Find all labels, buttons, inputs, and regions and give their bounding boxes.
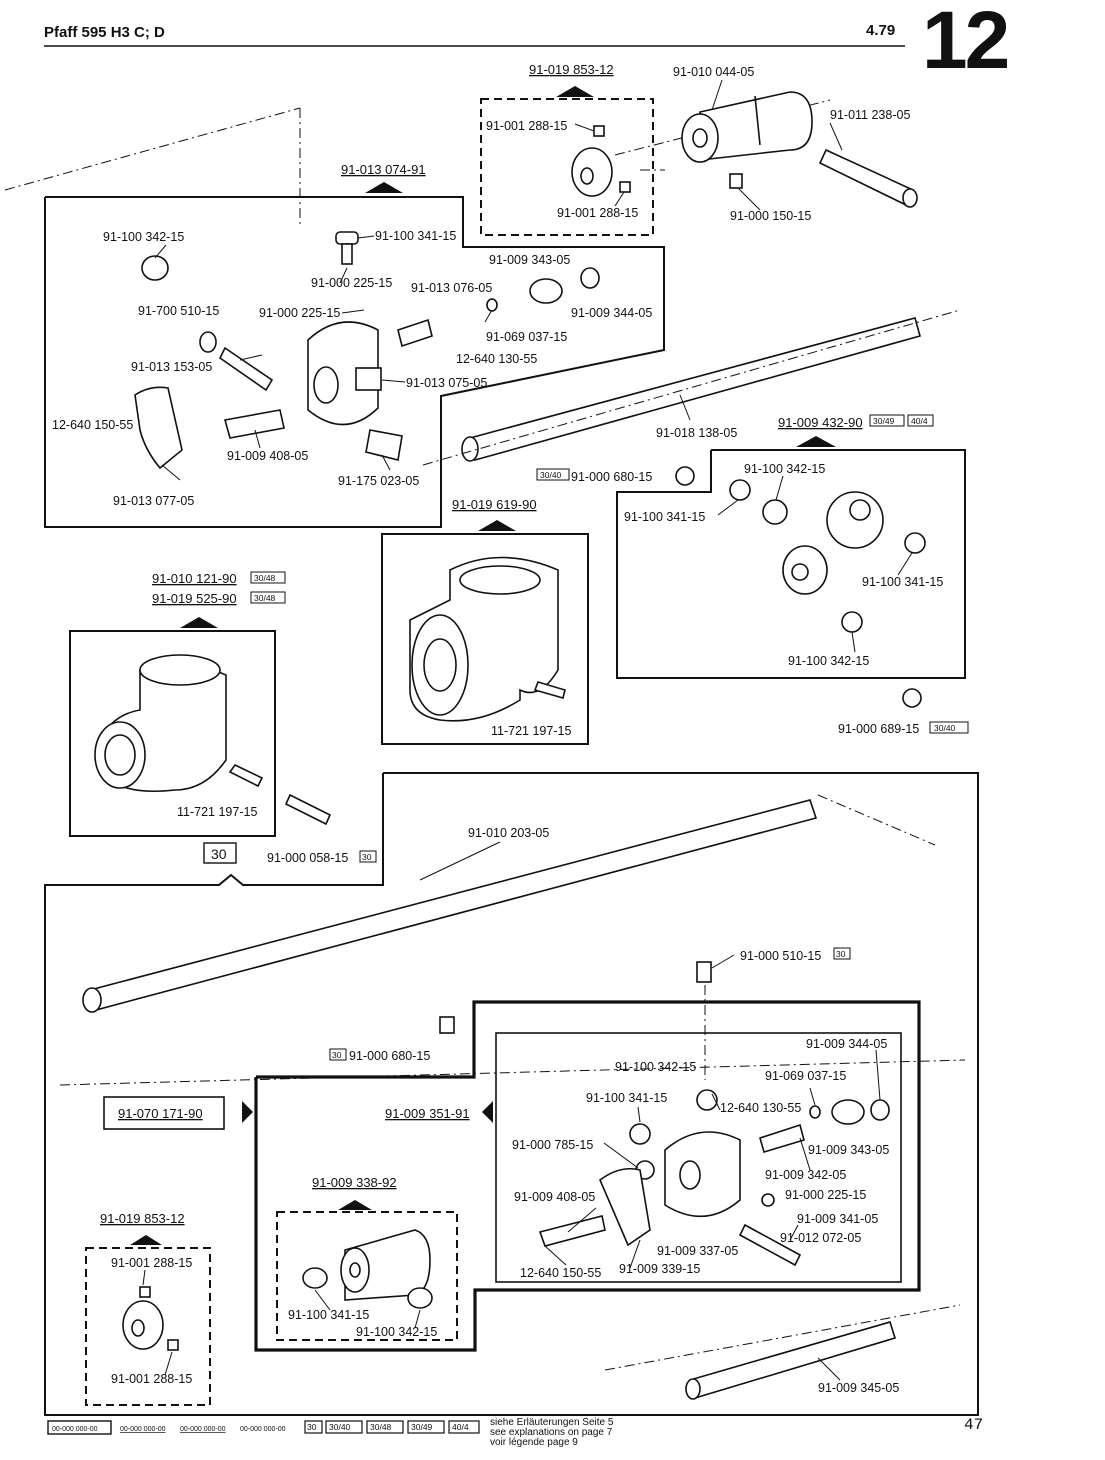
assembly-label-a10: 91-019 853-12: [100, 1211, 185, 1226]
part-label: 12-640 130-55: [456, 352, 537, 366]
part-label: 91-000 680-15: [349, 1049, 430, 1063]
part-label: 91-009 344-05: [571, 306, 652, 320]
part-label: 91-000 680-15: [571, 470, 652, 484]
note-fr: voir légende page 9: [490, 1437, 578, 1448]
assembly-label-a8: 91-009 351-91: [385, 1106, 470, 1121]
note-en: see explanations on page 7: [490, 1427, 613, 1438]
part-label: 91-009 408-05: [514, 1190, 595, 1204]
badge-label: 30/40: [540, 470, 562, 480]
badge-label: 30: [836, 949, 846, 959]
legend-badge: 30/48: [370, 1422, 392, 1432]
part-label: 91-000 225-15: [311, 276, 392, 290]
part-label: 91-013 077-05: [113, 494, 194, 508]
part-label: 91-009 341-05: [797, 1212, 878, 1226]
legend-code: 00-000 000-00: [120, 1426, 166, 1433]
part-label: 91-100 342-15: [103, 230, 184, 244]
part-label: 91-001 288-15: [111, 1372, 192, 1386]
part-label: 91-000 225-15: [259, 306, 340, 320]
part-label: 91-011 238-05: [830, 108, 910, 122]
assembly-label-a6: 30: [211, 846, 227, 862]
badge-label: 40/4: [911, 416, 928, 426]
legend-code: 00-000 000-00: [240, 1426, 286, 1433]
part-label: 91-069 037-15: [765, 1069, 846, 1083]
part-label: 91-000 225-15: [785, 1188, 866, 1202]
assembly-label-a4: 91-019 619-90: [452, 497, 537, 512]
part-label: 91-000 510-15: [740, 949, 821, 963]
part-label: 91-010 044-05: [673, 65, 754, 79]
part-label: 91-069 037-15: [486, 330, 567, 344]
part-label: 91-100 342-15: [356, 1325, 437, 1339]
assembly-label-a1: 91-019 853-12: [529, 62, 614, 77]
badge-label: 30: [332, 1050, 342, 1060]
badge-label: 30/49: [873, 416, 895, 426]
assembly-label-a5b: 91-019 525-90: [152, 591, 237, 606]
part-label: 91-001 288-15: [111, 1256, 192, 1270]
part-label: 91-001 288-15: [557, 206, 638, 220]
part-label: 91-001 288-15: [486, 119, 567, 133]
legend-code: 00-000 000-00: [52, 1426, 98, 1433]
part-label: 91-009 408-05: [227, 449, 308, 463]
part-label: 91-009 344-05: [806, 1037, 887, 1051]
part-label: 91-100 341-15: [375, 229, 456, 243]
part-label: 91-013 076-05: [411, 281, 492, 295]
part-label: 12-640 150-55: [52, 418, 133, 432]
part-label: 11-721 197-15: [491, 724, 571, 738]
part-label: 12-640 150-55: [520, 1266, 601, 1280]
edition-date: 4.79: [866, 22, 896, 39]
plate-number: 12: [922, 0, 1010, 86]
part-label: 91-009 343-05: [489, 253, 570, 267]
part-label: 91-000 785-15: [512, 1138, 593, 1152]
part-label: 91-009 337-05: [657, 1244, 738, 1258]
legend-badge: 30: [307, 1422, 317, 1432]
part-label: 91-100 342-15: [615, 1060, 696, 1074]
part-label: 91-009 345-05: [818, 1381, 899, 1395]
part-label: 91-100 341-15: [862, 575, 943, 589]
part-label: 91-009 343-05: [808, 1143, 889, 1157]
part-label: 91-013 153-05: [131, 360, 212, 374]
badge-label: 30/48: [254, 593, 276, 603]
part-label: 91-000 689-15: [838, 722, 919, 736]
assembly-label-a2: 91-013 074-91: [341, 162, 426, 177]
part-label: 91-010 203-05: [468, 826, 549, 840]
assembly-label-a5a: 91-010 121-90: [152, 571, 237, 586]
assembly-label-a9: 91-009 338-92: [312, 1175, 397, 1190]
page-number: 47: [964, 1416, 984, 1434]
part-label: 91-100 341-15: [624, 510, 705, 524]
part-label: 91-000 150-15: [730, 209, 811, 223]
part-label: 11-721 197-15: [177, 805, 257, 819]
machine-model: Pfaff 595 H3 C; D: [44, 24, 165, 41]
part-label: 91-100 341-15: [586, 1091, 667, 1105]
badge-label: 30/40: [934, 723, 956, 733]
assembly-label-a3: 91-009 432-90: [778, 415, 863, 430]
legend-code: 00-000 000-00: [180, 1426, 226, 1433]
part-label: 91-012 072-05: [780, 1231, 861, 1245]
part-label: 12-640 130-55: [720, 1101, 801, 1115]
part-label: 91-018 138-05: [656, 426, 737, 440]
part-label: 91-100 342-15: [788, 654, 869, 668]
badge-label: 30/48: [254, 573, 276, 583]
part-label: 91-100 342-15: [744, 462, 825, 476]
assembly-label-a7: 91-070 171-90: [118, 1106, 203, 1121]
part-label: 91-009 339-15: [619, 1262, 700, 1276]
part-label: 91-009 342-05: [765, 1168, 846, 1182]
part-label: 91-700 510-15: [138, 304, 219, 318]
legend-badge: 30/49: [411, 1422, 433, 1432]
part-label: 91-013 075-05: [406, 376, 487, 390]
legend-badge: 30/40: [329, 1422, 351, 1432]
explanation-notes: siehe Erläuterungen Seite 5 see explanat…: [490, 1418, 613, 1448]
part-label: 91-000 058-15: [267, 851, 348, 865]
badge-label: 30: [362, 852, 372, 862]
part-label: 91-175 023-05: [338, 474, 419, 488]
legend-badge: 40/4: [452, 1422, 469, 1432]
note-de: siehe Erläuterungen Seite 5: [490, 1417, 614, 1428]
part-label: 91-100 341-15: [288, 1308, 369, 1322]
